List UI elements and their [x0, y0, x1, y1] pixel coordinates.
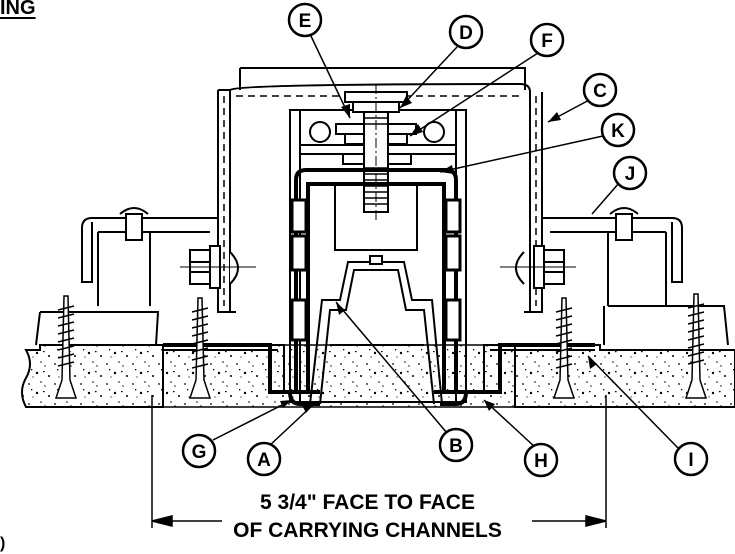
callout-circle-c [582, 72, 618, 108]
left-bolt [180, 245, 256, 289]
callout-d: D [459, 23, 473, 44]
callout-a: A [257, 450, 271, 471]
angle-left [163, 344, 285, 392]
callout-g: G [192, 442, 207, 463]
slab-left [21, 344, 164, 408]
screw-right-1 [552, 297, 576, 399]
screw-left-1 [54, 295, 78, 399]
callout-e: E [299, 11, 312, 32]
callout-circle-e [287, 2, 323, 38]
carrying-channel-top [217, 67, 543, 313]
callout-circle-g [181, 433, 217, 469]
margin-fragment: ) [0, 535, 5, 552]
callout-circle-j [612, 155, 648, 191]
screw-left-2 [188, 297, 212, 399]
dimension-line [151, 515, 607, 527]
callout-h: H [534, 451, 548, 472]
callout-k: K [611, 121, 625, 142]
caption-line-2: OF CARRYING CHANNELS [233, 519, 502, 542]
right-bracket [541, 207, 729, 346]
heading-fragment: ING [0, 0, 36, 19]
angle-right [483, 344, 595, 392]
right-bolt [500, 245, 576, 289]
slab-center [162, 344, 516, 408]
extension-lines [151, 395, 607, 528]
dimension-caption: 5 3/4" FACE TO FACE OF CARRYING CHANNELS [0, 489, 735, 545]
callout-circle-k [600, 112, 636, 148]
caption-line-1: 5 3/4" FACE TO FACE [260, 491, 475, 514]
callout-f: F [541, 31, 553, 52]
callout-c: C [593, 81, 607, 102]
hat-channel [309, 255, 443, 405]
callout-circle-b [438, 427, 474, 463]
callout-b: B [449, 436, 463, 457]
callout-circle-f [529, 22, 565, 58]
bottom-trim [163, 343, 595, 406]
stud-clips [290, 198, 462, 342]
callout-i: I [688, 450, 693, 471]
screw-right-2 [684, 293, 708, 399]
callout-j: J [625, 164, 636, 185]
callout-circle-i [673, 441, 709, 477]
callout-circle-h [523, 442, 559, 478]
callout-circle-a [246, 441, 282, 477]
callout-circle-d [448, 14, 484, 50]
stud-web [334, 184, 418, 251]
leader-arrowheads [280, 96, 597, 413]
